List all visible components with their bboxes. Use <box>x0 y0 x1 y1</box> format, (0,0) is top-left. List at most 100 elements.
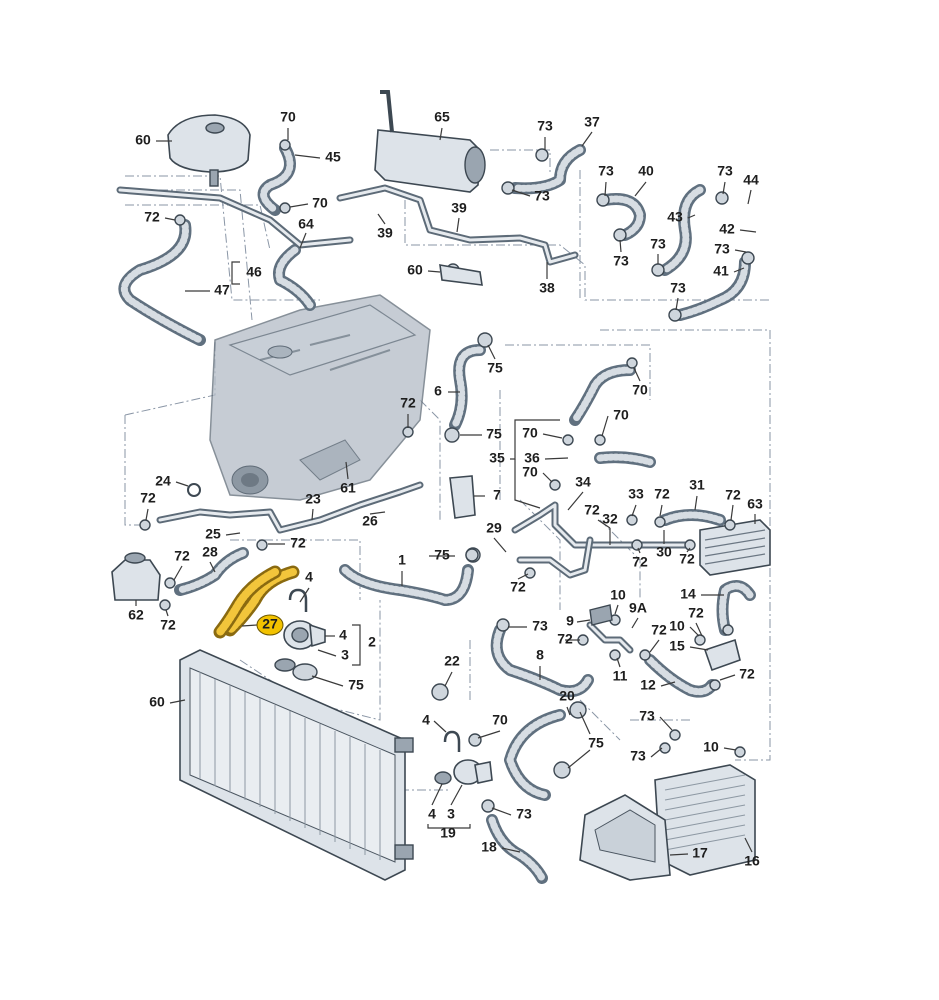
callout-c3a: 3 <box>341 647 349 663</box>
callout-c4a: 4 <box>305 569 313 585</box>
highlight-marker-27 <box>256 614 284 636</box>
pump-19 <box>434 730 493 785</box>
callout-c22: 22 <box>444 653 460 669</box>
callout-c63: 63 <box>747 496 763 512</box>
air-duct-17 <box>579 794 671 881</box>
callout-c42: 42 <box>719 221 735 237</box>
callout-c29: 29 <box>486 520 502 536</box>
callout-c30: 30 <box>656 544 672 560</box>
callout-c70f: 70 <box>522 464 538 480</box>
callout-c6: 6 <box>434 383 442 399</box>
callout-c36: 36 <box>524 450 540 466</box>
engine-block <box>209 294 431 501</box>
callout-c70g: 70 <box>492 712 508 728</box>
callout-c60b: 60 <box>407 262 423 278</box>
callout-c72p: 72 <box>739 666 755 682</box>
callout-c70a: 70 <box>280 109 296 125</box>
callout-c41: 41 <box>713 263 729 279</box>
callout-c9A: 9A <box>629 600 647 616</box>
callout-c64: 64 <box>298 216 314 232</box>
coolant-pipes <box>116 184 694 654</box>
callout-c72b: 72 <box>400 395 416 411</box>
callout-c70b: 70 <box>312 195 328 211</box>
callout-c20: 20 <box>559 688 575 704</box>
callout-c72n: 72 <box>651 622 667 638</box>
callout-c73g: 73 <box>613 253 629 269</box>
callout-c72m: 72 <box>160 617 176 633</box>
callout-c72l: 72 <box>688 605 704 621</box>
callout-c62: 62 <box>128 607 144 623</box>
callout-c43: 43 <box>667 209 683 225</box>
callout-c72g: 72 <box>290 535 306 551</box>
callout-c10a: 10 <box>610 587 626 603</box>
callout-c61: 61 <box>340 480 356 496</box>
callout-c8: 8 <box>536 647 544 663</box>
callout-c28: 28 <box>202 544 218 560</box>
callout-c39b: 39 <box>377 225 393 241</box>
callout-c10c: 10 <box>703 739 719 755</box>
leader-lines <box>135 127 757 856</box>
callout-c73i: 73 <box>532 618 548 634</box>
callout-c73h: 73 <box>670 280 686 296</box>
oil-cooler-63 <box>699 519 771 576</box>
callout-c73f: 73 <box>650 236 666 252</box>
thermostat-housing <box>274 588 326 681</box>
callout-c72h: 72 <box>174 548 190 564</box>
callout-c72a: 72 <box>144 209 160 225</box>
hose-clamps <box>139 139 755 813</box>
callout-c60a: 60 <box>135 132 151 148</box>
callout-c47: 47 <box>214 282 230 298</box>
callout-c10b: 10 <box>669 618 685 634</box>
callout-c46: 46 <box>246 264 262 280</box>
callout-c73l: 73 <box>516 806 532 822</box>
callout-c14: 14 <box>680 586 696 602</box>
callout-c11: 11 <box>613 668 628 684</box>
callout-c72d: 72 <box>725 487 741 503</box>
callout-c7: 7 <box>493 487 501 503</box>
callout-c23: 23 <box>305 491 321 507</box>
callout-c40: 40 <box>638 163 654 179</box>
radiator <box>179 649 414 881</box>
callout-c37: 37 <box>584 114 600 130</box>
callout-c19: 19 <box>440 825 456 841</box>
callout-c72k: 72 <box>510 579 526 595</box>
callout-c32: 32 <box>602 511 618 527</box>
callout-c4b: 4 <box>339 627 347 643</box>
callout-c75b: 75 <box>486 426 502 442</box>
callout-c38: 38 <box>539 280 555 296</box>
callout-c65: 65 <box>434 109 450 125</box>
callout-c33: 33 <box>628 486 644 502</box>
callout-c72c: 72 <box>654 486 670 502</box>
callout-c72e: 72 <box>140 490 156 506</box>
callout-c73e: 73 <box>714 241 730 257</box>
callout-c75a: 75 <box>487 360 503 376</box>
callout-c4c: 4 <box>422 712 430 728</box>
callout-c34: 34 <box>575 474 591 490</box>
callout-c18: 18 <box>481 839 497 855</box>
callout-c60c: 60 <box>149 694 165 710</box>
callout-c24: 24 <box>155 473 171 489</box>
callout-c25: 25 <box>205 526 221 542</box>
callout-c73d: 73 <box>717 163 733 179</box>
callout-c35: 35 <box>489 450 505 466</box>
callout-c70c: 70 <box>632 382 648 398</box>
expansion-tank <box>167 114 251 187</box>
callout-c26: 26 <box>362 513 378 529</box>
hose-27-highlighted <box>213 565 300 639</box>
callout-c27: 27 <box>262 616 278 632</box>
callout-c72i: 72 <box>632 554 648 570</box>
intercooler <box>654 764 756 876</box>
callout-c15: 15 <box>669 638 685 654</box>
callout-c73j: 73 <box>639 708 655 724</box>
callout-c75d: 75 <box>348 677 364 693</box>
callout-c70d: 70 <box>613 407 629 423</box>
callout-c17: 17 <box>692 845 708 861</box>
callout-c1: 1 <box>398 552 406 568</box>
callout-c39a: 39 <box>451 200 467 216</box>
callout-c73k: 73 <box>630 748 646 764</box>
callout-c4d: 4 <box>428 806 436 822</box>
callout-c12: 12 <box>640 677 656 693</box>
callout-c16: 16 <box>744 853 760 869</box>
